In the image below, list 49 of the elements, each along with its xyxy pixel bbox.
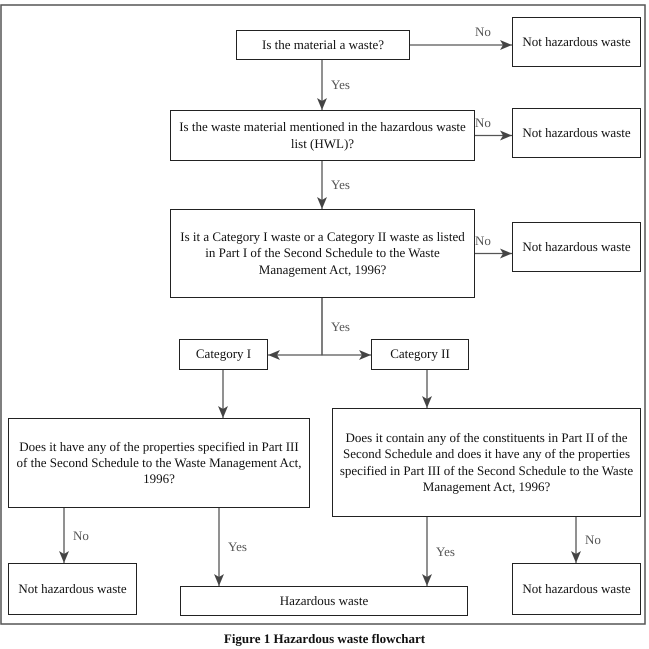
arrow <box>317 60 327 110</box>
arrow <box>422 517 432 586</box>
process-box <box>170 209 475 298</box>
box-text: Category I <box>196 346 252 363</box>
edge-label: Yes <box>227 540 248 554</box>
arrow <box>59 508 69 563</box>
figure-caption: Figure 1 Hazardous waste flowchart <box>222 631 426 647</box>
edge-label: No <box>584 533 602 548</box>
edge-label: No <box>474 234 492 248</box>
process-box <box>512 222 641 272</box>
edge-label: Yes <box>330 320 351 334</box>
arrow <box>571 517 581 563</box>
process-box <box>180 586 468 616</box>
box-text: Not hazardous waste <box>522 580 631 598</box>
process-box <box>512 17 641 67</box>
process-box <box>179 339 268 370</box>
edge-label: Yes <box>330 178 351 192</box>
box-text: Does it contain any of the constituents in Part II of the Second Schedule and does it have any of the properties specified in Part III of the Second Schedule to the Waste Management Act, 1996? <box>339 430 634 495</box>
process-box <box>332 408 641 517</box>
edge-label: No <box>474 116 492 130</box>
arrow <box>422 370 432 408</box>
box-text: Is the material a waste? <box>262 36 384 54</box>
arrow <box>218 370 228 418</box>
process-box <box>236 30 410 60</box>
box-text: Not hazardous waste <box>18 580 127 598</box>
edge-label: No <box>72 528 90 543</box>
arrow <box>321 298 371 360</box>
arrow <box>475 130 512 140</box>
box-text: Not hazardous waste <box>522 34 631 50</box>
process-box <box>8 418 310 508</box>
box-text: Hazardous waste <box>280 592 368 610</box>
edge-label: Yes <box>330 78 351 92</box>
box-text: Is it a Category I waste or a Category II waste as listed in Part I of the Second Schedule to the Waste Management Act, 1996? <box>179 229 466 278</box>
box-text: Category II <box>390 346 450 363</box>
process-box <box>512 563 641 615</box>
arrow <box>410 40 512 50</box>
process-box <box>8 563 137 615</box>
process-box <box>170 110 475 161</box>
box-text: Not hazardous waste <box>522 124 631 142</box>
arrow <box>317 161 327 209</box>
box-text: Is the waste material mentioned in the hazardous waste list (HWL)? <box>178 119 467 152</box>
box-text: Does it have any of the properties specified in Part III of the Second Schedule to the Waste Management Act, 1996? <box>16 438 302 488</box>
edge-label: Yes <box>435 544 456 559</box>
box-text: Not hazardous waste <box>522 238 631 256</box>
arrow <box>214 508 224 586</box>
process-box <box>512 108 641 158</box>
arrow <box>475 248 512 258</box>
edge-label: No <box>474 25 492 40</box>
process-box <box>371 339 469 370</box>
